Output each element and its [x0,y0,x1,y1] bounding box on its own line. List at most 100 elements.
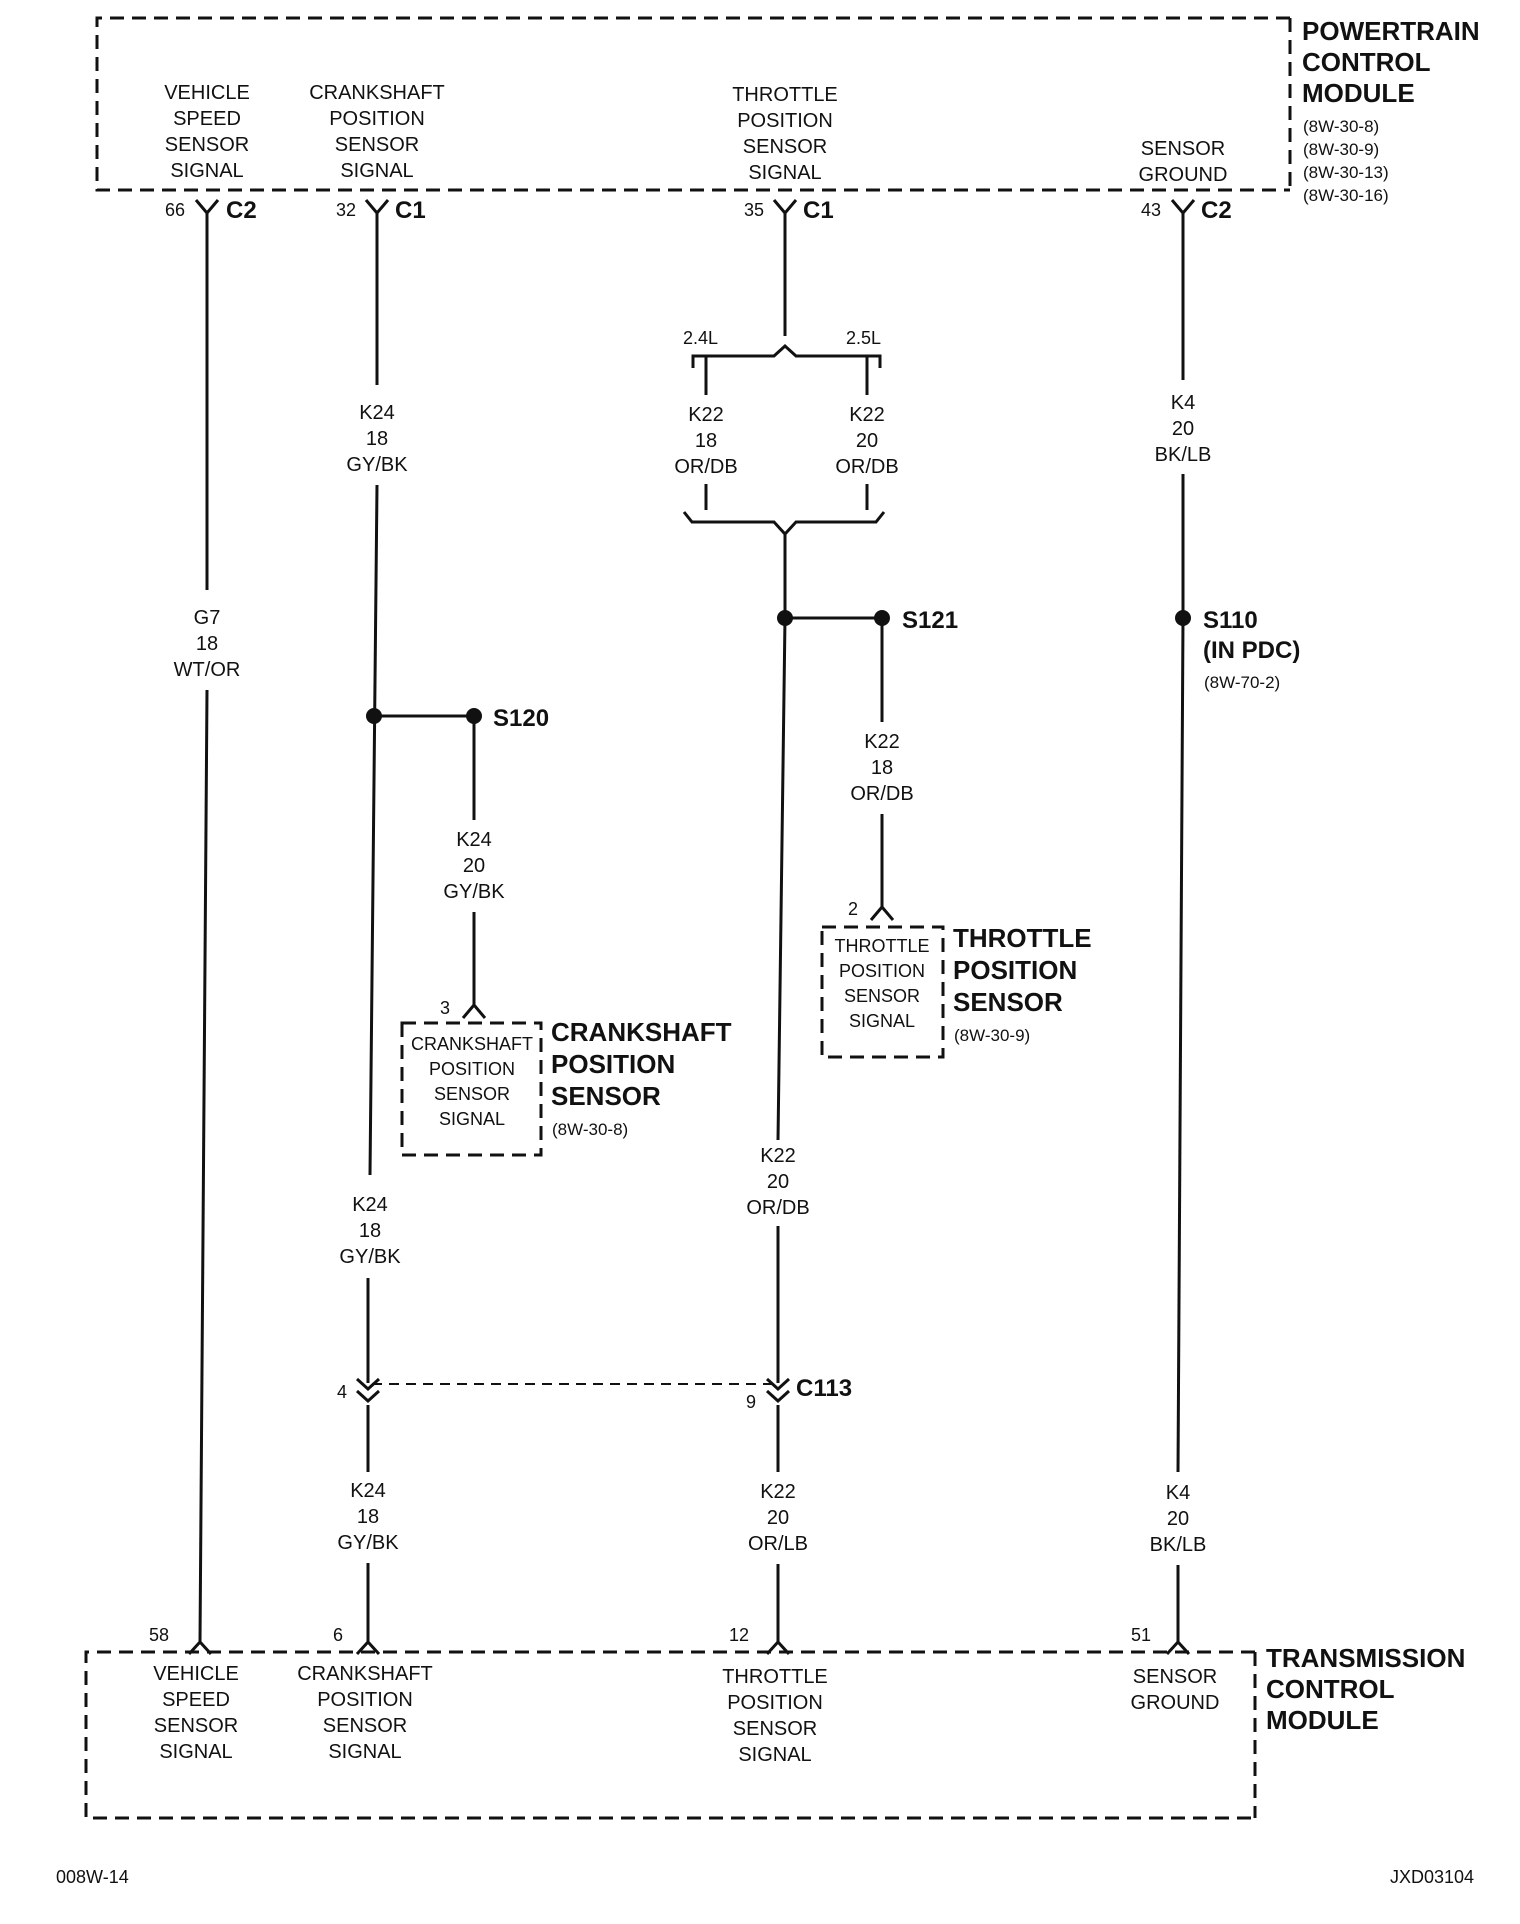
tcm-title-3: MODULE [1266,1705,1379,1735]
ckp-upper-color: GY/BK [346,454,408,476]
tps-25-color: OR/DB [835,456,898,478]
ckp-bottom-id: K24 [350,1480,386,1502]
tcm-tps-label-1: THROTTLE [722,1666,828,1688]
pcm-pin-35: 35 [744,200,764,220]
ckp-sensor-pin: 3 [440,998,450,1018]
pcm-ref-3: (8W-30-13) [1303,163,1389,182]
s121-label: S121 [902,607,958,634]
tps-sensor-box [820,925,945,1059]
tcm-pin-58: 58 [149,1625,169,1645]
ckp-lower-color: GY/BK [339,1246,401,1268]
tps-sensor-pin: 2 [848,899,858,919]
pcm-title-2: CONTROL [1302,47,1431,77]
pcm-gnd-label-2: GROUND [1139,164,1228,186]
ckp-lower-gauge: 18 [359,1220,381,1242]
tcm-title-1: TRANSMISSION [1266,1643,1465,1673]
pcm-ref-4: (8W-30-16) [1303,186,1389,205]
tcm-terminal-58 [187,1639,213,1656]
tcm-gnd-label-2: GROUND [1131,1692,1220,1714]
engine-option-left: 2.4L [683,328,718,348]
tps-sensor-label-4: SIGNAL [849,1011,915,1031]
tps-branch-id: K22 [864,731,900,753]
pcm-connector-c1-ckp: C1 [395,197,426,224]
ckp-sensor-title-3: SENSOR [551,1081,661,1111]
ckp-upper-id: K24 [359,402,395,424]
c113-tps-terminal-bottom [765,1389,791,1404]
tps-sensor-terminal [869,904,895,921]
c113-connector: 4 9 C113 [337,1375,852,1412]
ckp-upper-gauge: 18 [366,428,388,450]
pcm-ckp-label-3: SENSOR [335,134,419,156]
tcm-tps-label-2: POSITION [727,1692,823,1714]
ckp-sensor-box [400,1021,543,1157]
vss-wire-id: G7 [194,607,221,629]
tps-25-gauge: 20 [856,430,878,452]
engine-option-brace-top [691,343,882,368]
ckp-sensor-title-1: CRANKSHAFT [551,1017,732,1047]
s110-label-1: S110 [1203,607,1258,634]
tps-bottom-id: K22 [760,1481,796,1503]
tcm-vss-label-3: SENSOR [154,1715,238,1737]
pcm-connector-c2-vss: C2 [226,197,257,224]
pcm-title-3: MODULE [1302,78,1415,108]
ckp-sensor-title-2: POSITION [551,1049,675,1079]
tcm-box-border [84,1650,1255,1820]
ckp-sensor-terminal [461,1002,487,1019]
c113-pin-9: 9 [746,1392,756,1412]
tcm-vss-label-4: SIGNAL [159,1741,232,1763]
pcm-terminal-66 [194,199,220,216]
pcm-vss-label-4: SIGNAL [170,160,243,182]
ckp-sensor-ref: (8W-30-8) [552,1120,628,1139]
pcm-vss-label-2: SPEED [173,108,241,130]
pcm-pin-32: 32 [336,200,356,220]
tps-wire-long [776,617,787,1141]
ckp-sensor-label-4: SIGNAL [439,1109,505,1129]
tps-24-color: OR/DB [674,456,737,478]
crankshaft-position-sensor: CRANKSHAFT POSITION SENSOR SIGNAL CRANKS… [400,1017,732,1157]
s120-label: S120 [493,705,549,732]
tcm-ckp-label-1: CRANKSHAFT [297,1663,433,1685]
tps-lower-color: OR/DB [746,1197,809,1219]
ckp-bottom-gauge: 18 [357,1506,379,1528]
tps-bottom-color: OR/LB [748,1533,808,1555]
tcm-gnd-label-1: SENSOR [1133,1666,1217,1688]
ckp-branch-color: GY/BK [443,881,505,903]
tcm-vss-label-2: SPEED [162,1689,230,1711]
ckp-branch-id: K24 [456,829,492,851]
tps-sensor-label-3: SENSOR [844,986,920,1006]
throttle-position-sensor: THROTTLE POSITION SENSOR SIGNAL THROTTLE… [820,923,1092,1059]
pcm-ref-1: (8W-30-8) [1303,117,1379,136]
tps-lower-gauge: 20 [767,1171,789,1193]
tcm-ckp-label-2: POSITION [317,1689,413,1711]
pcm-tps-label-1: THROTTLE [732,84,838,106]
pcm-pin-43: 43 [1141,200,1161,220]
pcm-tps-label-2: POSITION [737,110,833,132]
gnd-lower-color: BK/LB [1150,1534,1207,1556]
vss-circuit: G7 18 WT/OR [174,213,241,1643]
tps-sensor-label-2: POSITION [839,961,925,981]
c113-ckp-terminal-bottom [355,1389,381,1404]
tps-sensor-ref: (8W-30-9) [954,1026,1030,1045]
c113-pin-4: 4 [337,1382,347,1402]
c113-label: C113 [796,1375,852,1402]
vss-wire-color: WT/OR [174,659,241,681]
tps-lower-id: K22 [760,1145,796,1167]
pcm-title-1: POWERTRAIN [1302,16,1480,46]
tcm-pin-6: 6 [333,1625,343,1645]
footer-left-code: 008W-14 [56,1867,129,1887]
ckp-sensor-label-1: CRANKSHAFT [411,1034,533,1054]
pcm-ckp-label-1: CRANKSHAFT [309,82,445,104]
tcm-terminal-12 [765,1639,791,1656]
pcm-tps-label-4: SIGNAL [748,162,821,184]
vss-wire-lower [198,689,209,1643]
tps-sensor-title-3: SENSOR [953,987,1063,1017]
pcm-terminal-43 [1170,199,1196,216]
tps-bottom-gauge: 20 [767,1507,789,1529]
tcm-ckp-label-3: SENSOR [323,1715,407,1737]
tcm-terminal-6 [355,1639,381,1656]
tps-sensor-label-1: THROTTLE [834,936,929,956]
tps-24-gauge: 18 [695,430,717,452]
pcm-tps-label-3: SENSOR [743,136,827,158]
ckp-circuit: K24 18 GY/BK K24 18 GY/BK K24 18 GY/BK S… [337,213,549,1642]
pcm-terminal-35 [772,199,798,216]
